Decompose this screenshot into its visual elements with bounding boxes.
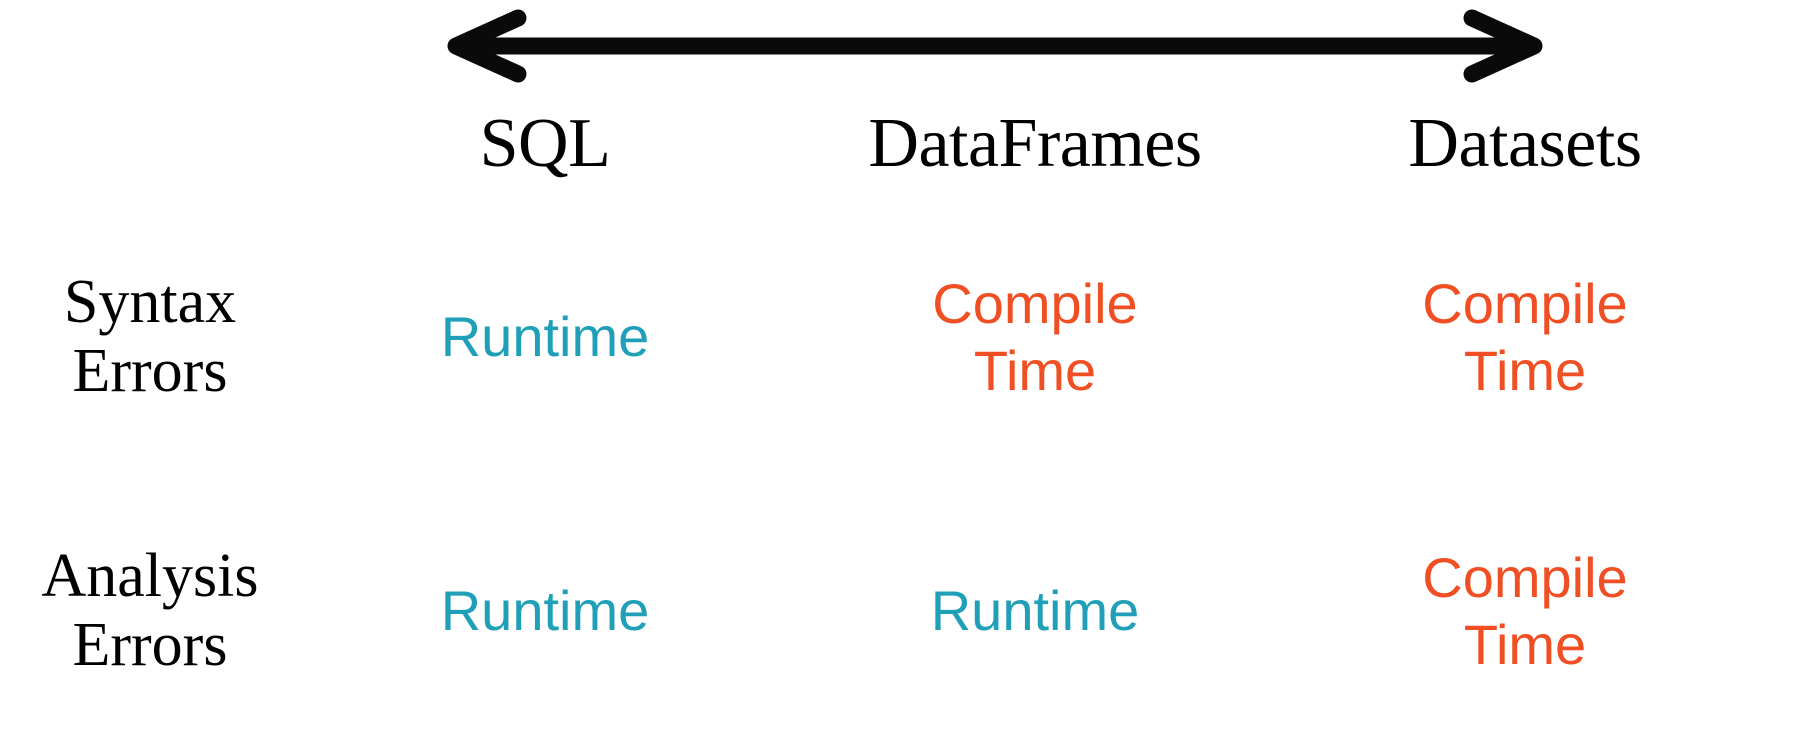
column-header-dataframes: DataFrames	[790, 88, 1280, 200]
row-label-line1: Analysis	[41, 541, 259, 610]
row-label-analysis-errors: Analysis Errors	[0, 474, 300, 748]
cell-line1: Runtime	[930, 579, 1140, 643]
cell-analysis-dataframes: Runtime	[790, 474, 1280, 748]
cell-line2: Time	[973, 339, 1097, 402]
row-label-line2: Errors	[72, 337, 228, 405]
cell-line2: Time	[1463, 339, 1587, 402]
column-header-sql: SQL	[300, 88, 790, 200]
cell-line1: Runtime	[440, 305, 650, 369]
cell-syntax-dataframes: Compile Time	[790, 200, 1280, 474]
row-label-syntax-errors: Syntax Errors	[0, 200, 300, 474]
cell-analysis-datasets: Compile Time	[1280, 474, 1770, 748]
cell-line1: Compile	[1422, 271, 1628, 335]
row-label-line2: Errors	[72, 611, 228, 679]
column-header-label: Datasets	[1408, 105, 1642, 182]
matrix-corner-spacer	[0, 88, 300, 200]
cell-line1: Runtime	[440, 579, 650, 643]
cell-analysis-sql: Runtime	[300, 474, 790, 748]
row-label-line1: Syntax	[63, 267, 237, 336]
cell-syntax-datasets: Compile Time	[1280, 200, 1770, 474]
cell-syntax-sql: Runtime	[300, 200, 790, 474]
column-header-label: DataFrames	[868, 105, 1202, 182]
double-arrow-icon	[447, 9, 1543, 83]
comparison-matrix: SQL DataFrames Datasets Syntax Errors Ru…	[0, 88, 1804, 748]
cell-line2: Time	[1463, 613, 1587, 676]
cell-line1: Compile	[932, 271, 1138, 335]
column-header-datasets: Datasets	[1280, 88, 1770, 200]
cell-line1: Compile	[1422, 545, 1628, 609]
column-header-label: SQL	[479, 105, 611, 182]
spectrum-arrow	[440, 8, 1550, 88]
